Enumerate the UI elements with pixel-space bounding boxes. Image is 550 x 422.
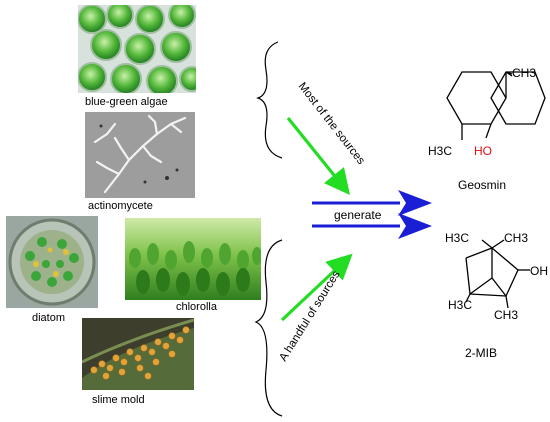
geosmin-structure <box>446 71 546 140</box>
mib-h3c-left: H3C <box>448 298 473 312</box>
geosmin-bonds-extra <box>505 71 513 98</box>
blue-arrow-lower <box>312 213 432 239</box>
blue-green-algae-label: blue-green algae <box>85 96 168 108</box>
mib-structure <box>465 239 530 309</box>
mib-ch3-top: CH3 <box>504 231 529 245</box>
blue-green-algae-photo <box>78 5 196 93</box>
diatom-photo <box>6 216 98 308</box>
green-arrow-upper <box>286 116 351 195</box>
slime-mold-photo <box>82 318 194 390</box>
mib-oh: OH <box>530 264 548 278</box>
lower-brace <box>254 239 283 417</box>
geosmin-h3c: H3C <box>428 144 453 158</box>
geosmin-ho: HO <box>474 144 492 158</box>
actinomycete-label: actinomycete <box>88 200 153 212</box>
geosmin-ch3-top: CH3 <box>512 66 537 80</box>
mib-name: 2-MIB <box>465 346 498 360</box>
generate-label: generate <box>334 208 382 222</box>
green-arrow-lower <box>280 253 353 322</box>
chlorolla-photo <box>125 218 261 300</box>
diatom-label: diatom <box>32 312 66 324</box>
chlorolla-label: chlorolla <box>176 301 217 313</box>
mib-h3c-top: H3C <box>445 231 470 245</box>
most-sources-label: Most of the sources <box>296 80 367 167</box>
geosmin-name: Geosmin <box>458 178 507 192</box>
actinomycete-photo <box>85 112 195 198</box>
blue-arrow-upper <box>312 190 432 216</box>
slime-mold-label: slime mold <box>92 394 145 406</box>
upper-brace <box>256 41 283 159</box>
mib-ch3-bottom: CH3 <box>494 308 519 322</box>
